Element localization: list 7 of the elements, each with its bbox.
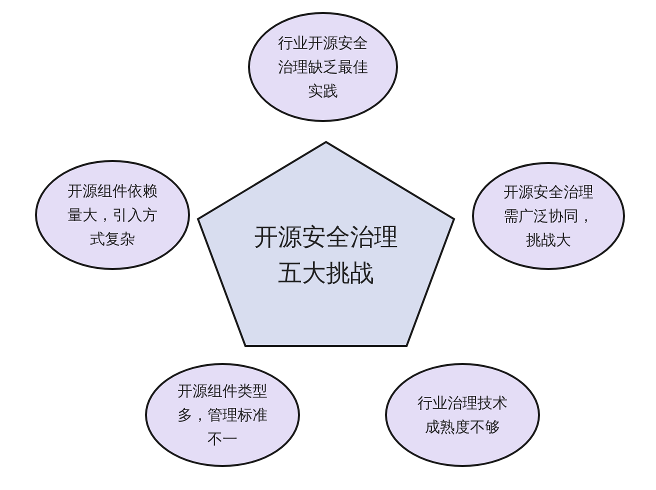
title-text: 开源安全治理五大挑战 <box>253 222 399 289</box>
pentagon-node <box>196 140 456 348</box>
challenge-text: 行业治理技术成熟度不够 <box>416 393 508 438</box>
challenge-text: 行业开源安全治理缺乏最佳实践 <box>277 33 369 102</box>
challenge-text: 开源组件依赖量大，引入方式复杂 <box>66 181 158 250</box>
challenge-text: 开源安全治理需广泛协同，挑战大 <box>502 182 594 251</box>
challenge-text: 开源组件类型多，管理标准不一 <box>176 381 268 450</box>
